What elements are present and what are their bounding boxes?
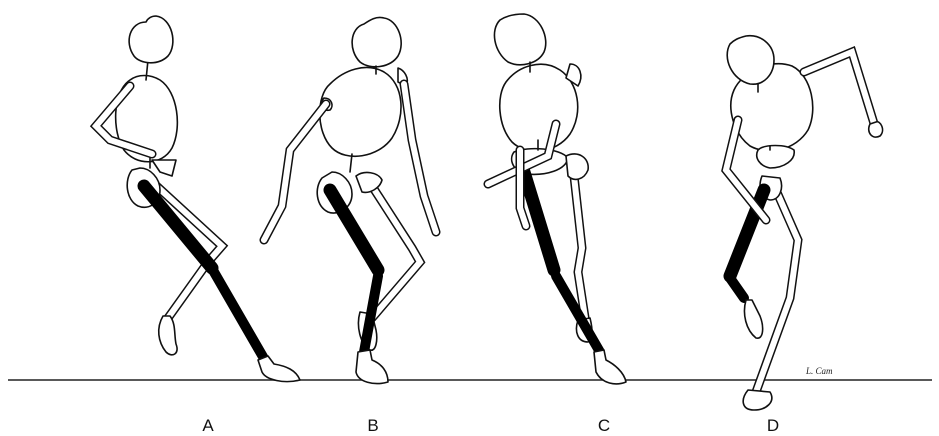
head-a	[129, 16, 173, 63]
arm-b-left	[264, 104, 326, 240]
artist-signature: L. Cam	[805, 366, 833, 376]
head-d	[727, 36, 774, 84]
skeleton-figure-c	[488, 14, 626, 384]
panel-label-c: C	[598, 416, 610, 435]
skeleton-figure-a	[96, 16, 300, 382]
pelvis-d	[757, 146, 794, 169]
panel-label-b: B	[367, 416, 378, 435]
head-c	[494, 14, 545, 65]
ribcage-b	[320, 68, 401, 157]
panel-label-d: D	[767, 416, 779, 435]
skeleton-figure-d	[726, 36, 883, 410]
foot-d-lifted	[744, 300, 762, 338]
head-b	[352, 17, 401, 66]
arm-b-right	[404, 84, 436, 232]
skeleton-figure-b	[264, 17, 436, 383]
panel-label-a: A	[202, 416, 214, 435]
arm-d-raised	[804, 52, 883, 137]
stance-leg-b	[330, 190, 388, 384]
